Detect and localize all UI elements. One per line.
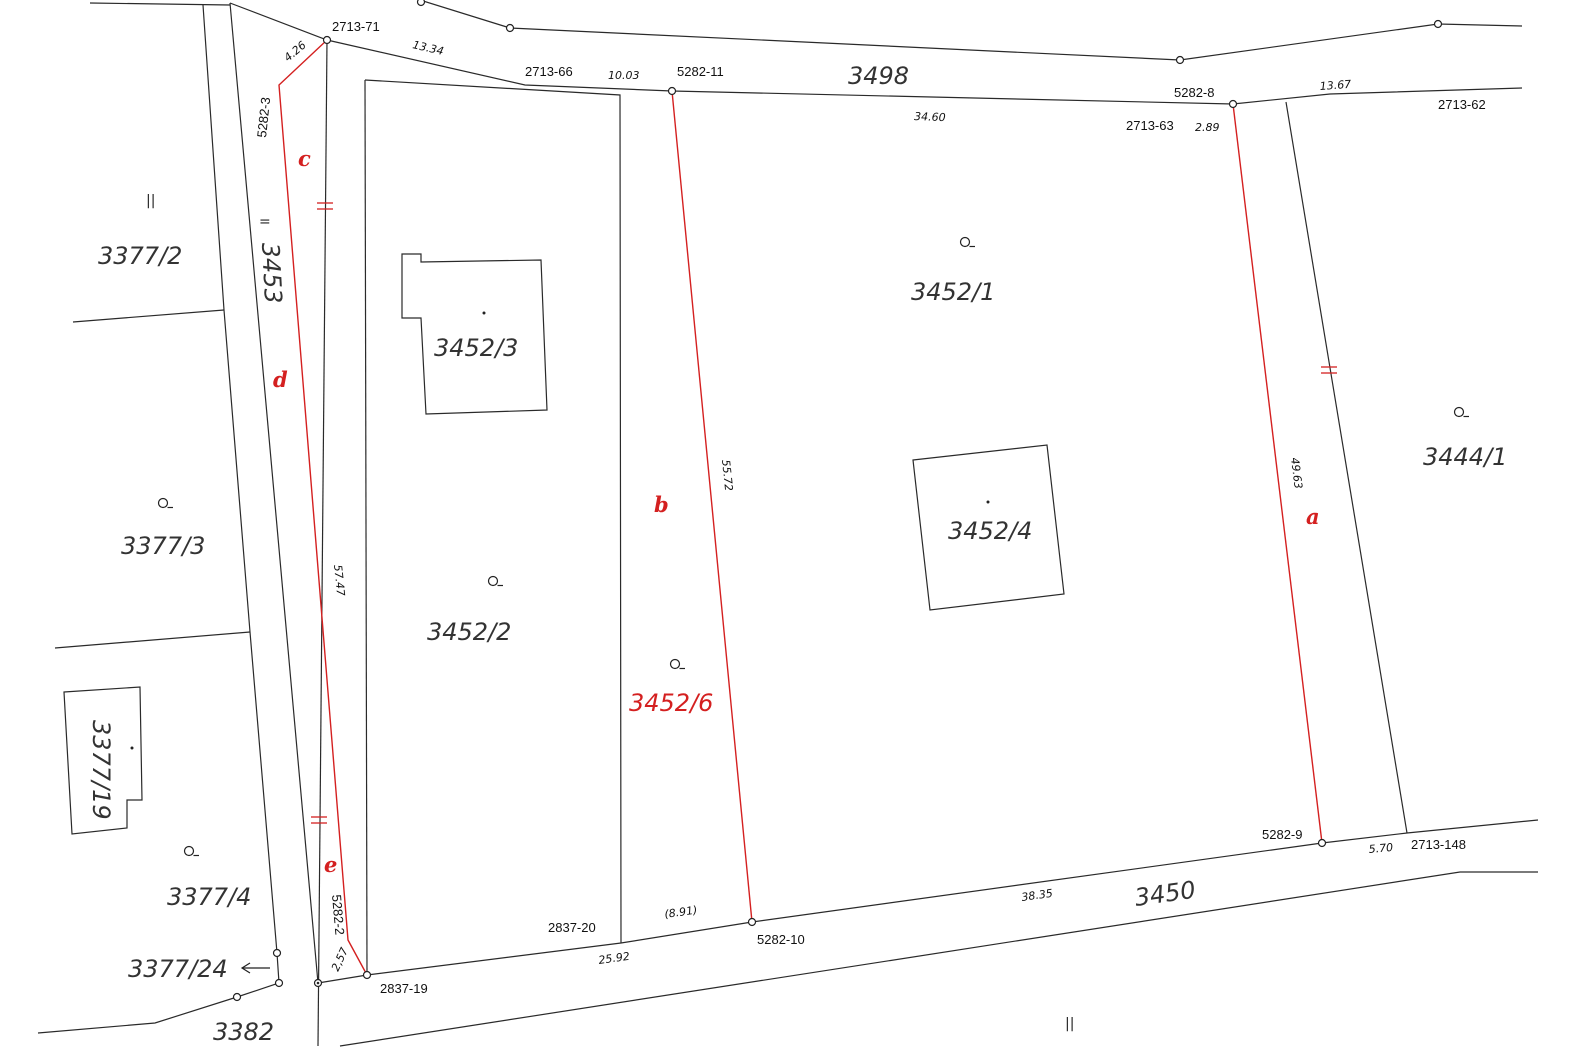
point-number: 2837-19 <box>380 981 428 996</box>
line-label-a: a <box>1306 504 1320 529</box>
land-use-icon <box>669 658 685 670</box>
distance-value: 49.63 <box>1288 457 1305 490</box>
parcel-number: 3452/4 <box>948 517 1032 545</box>
parcel-number: 3452/1 <box>911 278 995 306</box>
distance-value: 13.67 <box>1319 78 1351 93</box>
road-3453-centre-line <box>317 39 328 1047</box>
point-number: 5282-9 <box>1262 827 1302 842</box>
land-use-symbols <box>130 236 1469 974</box>
survey-point-icon[interactable] <box>1317 838 1327 848</box>
land-use-icon <box>183 845 199 857</box>
survey-point-icon[interactable] <box>747 917 757 927</box>
point-number: 2713-63 <box>1126 118 1174 133</box>
top-left-edge <box>89 2 231 6</box>
parcel-labels: 3498 3377/2 3453 3452/3 3452/1 3444/1 33… <box>87 62 1507 1046</box>
distance-value: 5.70 <box>1368 841 1394 856</box>
road-3498-north-edge <box>419 0 1523 61</box>
survey-points <box>232 0 1443 1002</box>
building-3452-3 <box>401 253 548 415</box>
parallel-symbol: || <box>1065 1016 1074 1032</box>
boundary-line-cde <box>278 39 368 976</box>
survey-point-icon[interactable] <box>272 948 282 958</box>
parcel-3377-2-south-edge <box>72 309 225 323</box>
survey-point-icon[interactable] <box>322 35 332 45</box>
parcel-number: 3498 <box>848 62 909 90</box>
parallel-symbol: || <box>146 193 155 209</box>
parcel-3377-3-south-edge <box>54 631 251 649</box>
point-number: 5282-11 <box>677 64 724 79</box>
survey-point-icon[interactable] <box>416 0 426 7</box>
distance-value: 34.60 <box>914 110 946 124</box>
point-number: 5282-10 <box>757 932 805 947</box>
road-3453-east-edge <box>229 2 319 984</box>
distance-value: (8.91) <box>664 903 699 920</box>
point-number: 5282-8 <box>1174 85 1214 100</box>
land-use-icon <box>487 575 503 587</box>
survey-point-icon[interactable] <box>1433 19 1443 29</box>
parallel-ticks <box>311 202 1337 824</box>
distance-value: 38.35 <box>1021 887 1054 904</box>
distance-value: 13.34 <box>411 38 445 58</box>
line-label-b: b <box>654 492 669 517</box>
survey-point-icon[interactable] <box>667 86 677 96</box>
arrow-left-icon <box>240 962 270 974</box>
parcel-number: 3450 <box>1133 876 1197 912</box>
distance-value: 25.92 <box>598 950 631 967</box>
parcel-number: 3377/19 <box>87 720 115 820</box>
distance-value: 55.72 <box>719 459 735 492</box>
road-3453-west-edge <box>202 4 278 954</box>
road-3450-north-edge <box>317 819 1539 984</box>
parcel-number: 3453 <box>256 242 287 304</box>
parcel-number: 3452/2 <box>427 618 511 646</box>
point-labels: 2713-71 2713-66 5282-11 5282-8 2713-62 2… <box>254 19 1486 996</box>
parcel-3452-2-west-edge <box>364 79 368 976</box>
survey-point-icon[interactable] <box>232 992 242 1002</box>
survey-point-icon[interactable] <box>1175 55 1185 65</box>
parcel-number: 3444/1 <box>1423 443 1507 471</box>
distance-value: 2,57 <box>329 946 351 974</box>
survey-point-icon[interactable] <box>1228 99 1238 109</box>
boundary-line-letters: a b c d e <box>273 146 1320 877</box>
survey-point-icon[interactable] <box>505 23 515 33</box>
building-3452-4 <box>912 444 1065 611</box>
buildings <box>63 253 1065 835</box>
parcel-number: 3452/3 <box>434 334 518 362</box>
boundary-line-b <box>671 90 753 923</box>
parcel-number: 3377/4 <box>167 883 251 911</box>
point-number: 2713-62 <box>1438 97 1486 112</box>
parcel-3444-1-west-edge <box>1285 101 1408 834</box>
line-label-d: d <box>273 367 288 392</box>
point-number: 2713-66 <box>525 64 573 79</box>
point-number: 2713-71 <box>332 19 380 34</box>
parcel-number: 3382 <box>213 1018 274 1046</box>
parcel-number: 3377/2 <box>98 242 182 270</box>
boundary-line-a <box>1232 103 1323 844</box>
new-boundaries <box>278 39 1323 976</box>
parcel-number: 3377/24 <box>128 955 228 983</box>
building-3377-19 <box>63 686 143 835</box>
distance-labels: 4.26 13.34 10.03 13.67 34.60 2.89 55.72 … <box>282 38 1394 973</box>
equals-symbol: = <box>259 214 271 230</box>
land-use-icon <box>959 236 975 248</box>
parcel-number-new: 3452/6 <box>629 689 713 717</box>
parcel-3452-2-outline <box>364 79 622 944</box>
survey-point-icon[interactable] <box>362 970 372 980</box>
line-label-e: e <box>324 852 337 877</box>
point-number: 5282-2 <box>329 894 347 936</box>
point-number: 2837-20 <box>548 920 596 935</box>
distance-value: 57.47 <box>331 564 347 597</box>
line-label-c: c <box>298 146 311 171</box>
point-number: 2713-148 <box>1411 837 1466 852</box>
land-use-icon <box>157 497 173 509</box>
point-number: 5282-3 <box>254 96 273 138</box>
parcel-number: 3377/3 <box>121 532 205 560</box>
distance-value: 10.03 <box>608 69 640 82</box>
distance-value: 2.89 <box>1195 121 1220 134</box>
road-3450-south-edge <box>339 871 1538 1047</box>
land-use-icon <box>1453 406 1469 418</box>
survey-point-icon[interactable] <box>274 978 284 988</box>
